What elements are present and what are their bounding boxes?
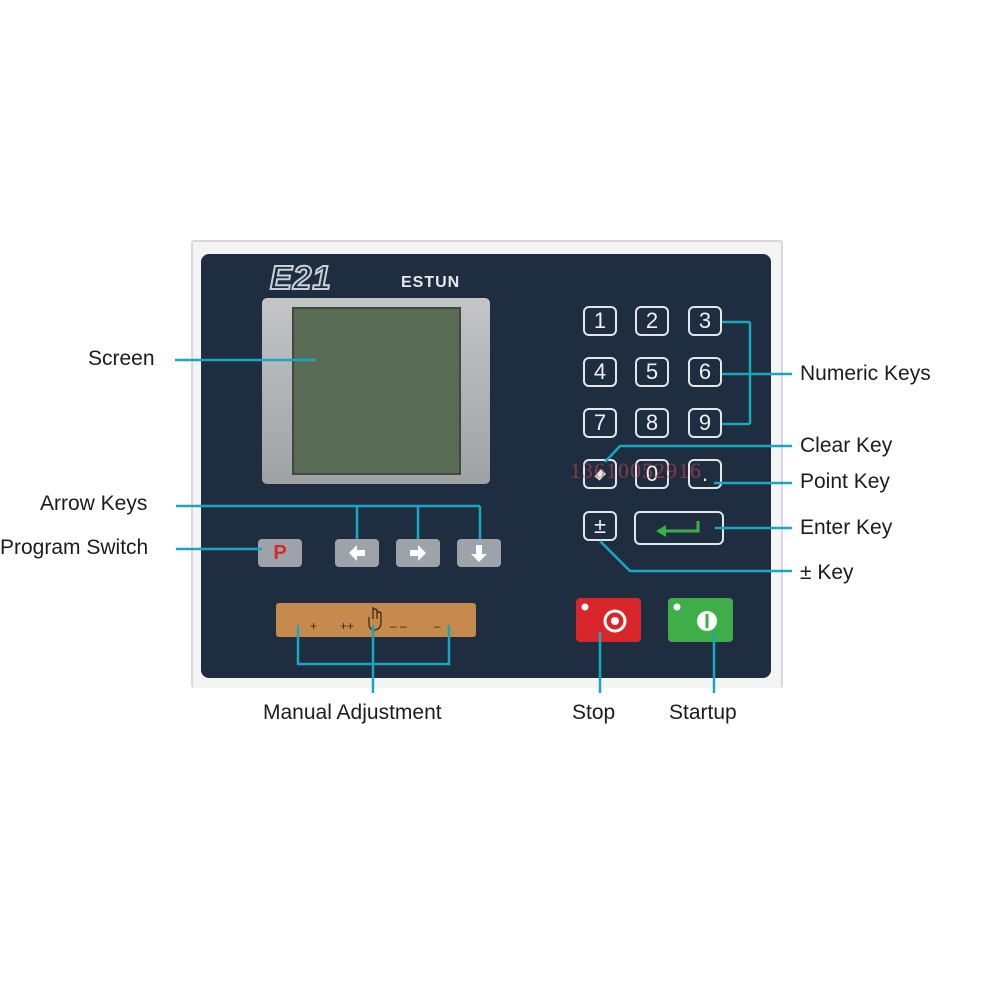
key-4[interactable]: 4 <box>583 357 617 387</box>
manual-adjustment-label: Manual Adjustment <box>263 701 442 724</box>
key-7[interactable]: 7 <box>583 408 617 438</box>
left-arrow-button[interactable] <box>335 539 379 567</box>
startup-button[interactable] <box>668 598 733 642</box>
key-6[interactable]: 6 <box>688 357 722 387</box>
stop-label: Stop <box>572 701 616 724</box>
right-arrow-button[interactable] <box>396 539 440 567</box>
key-2[interactable]: 2 <box>635 306 669 336</box>
enter-arrow-icon <box>656 521 700 537</box>
arrow-right-icon <box>410 545 426 561</box>
point-key-label: Point Key <box>800 470 890 493</box>
arrow-left-icon <box>349 545 365 561</box>
manual-plus-key[interactable]: + <box>310 619 318 633</box>
enter-key-label: Enter Key <box>800 516 893 539</box>
start-icon <box>673 603 717 631</box>
plus-minus-key[interactable]: ± <box>583 511 617 541</box>
arrow-keys-label: Arrow Keys <box>40 492 148 515</box>
point-key[interactable]: . <box>688 459 722 489</box>
arrow-down-icon <box>471 545 487 562</box>
down-arrow-button[interactable] <box>457 539 501 567</box>
model-logo: E21 <box>269 258 332 297</box>
hand-icon <box>368 607 382 631</box>
lcd-screen <box>292 307 461 475</box>
key-0[interactable]: 0 <box>635 459 669 489</box>
screen-label: Screen <box>88 347 155 370</box>
program-switch-button[interactable]: P <box>258 539 302 567</box>
manual-plus-plus-key[interactable]: ++ <box>340 619 355 633</box>
plus-minus-key-label: ± Key <box>800 561 854 584</box>
brand-logo: ESTUN <box>401 274 461 291</box>
program-switch-label: Program Switch <box>0 536 149 559</box>
key-8[interactable]: 8 <box>635 408 669 438</box>
stop-icon <box>581 603 627 633</box>
key-9[interactable]: 9 <box>688 408 722 438</box>
watermark: 13610052916 <box>570 458 702 483</box>
clear-key-label: Clear Key <box>800 434 893 457</box>
manual-minus-minus-key[interactable]: – – <box>390 619 407 633</box>
numeric-keys-label: Numeric Keys <box>800 362 931 385</box>
eraser-icon <box>593 469 606 482</box>
clear-key[interactable] <box>583 459 617 489</box>
stop-button[interactable] <box>576 598 641 642</box>
manual-minus-key[interactable]: – <box>434 619 441 633</box>
key-3[interactable]: 3 <box>688 306 722 336</box>
startup-label: Startup <box>669 701 737 724</box>
key-1[interactable]: 1 <box>583 306 617 336</box>
key-5[interactable]: 5 <box>635 357 669 387</box>
